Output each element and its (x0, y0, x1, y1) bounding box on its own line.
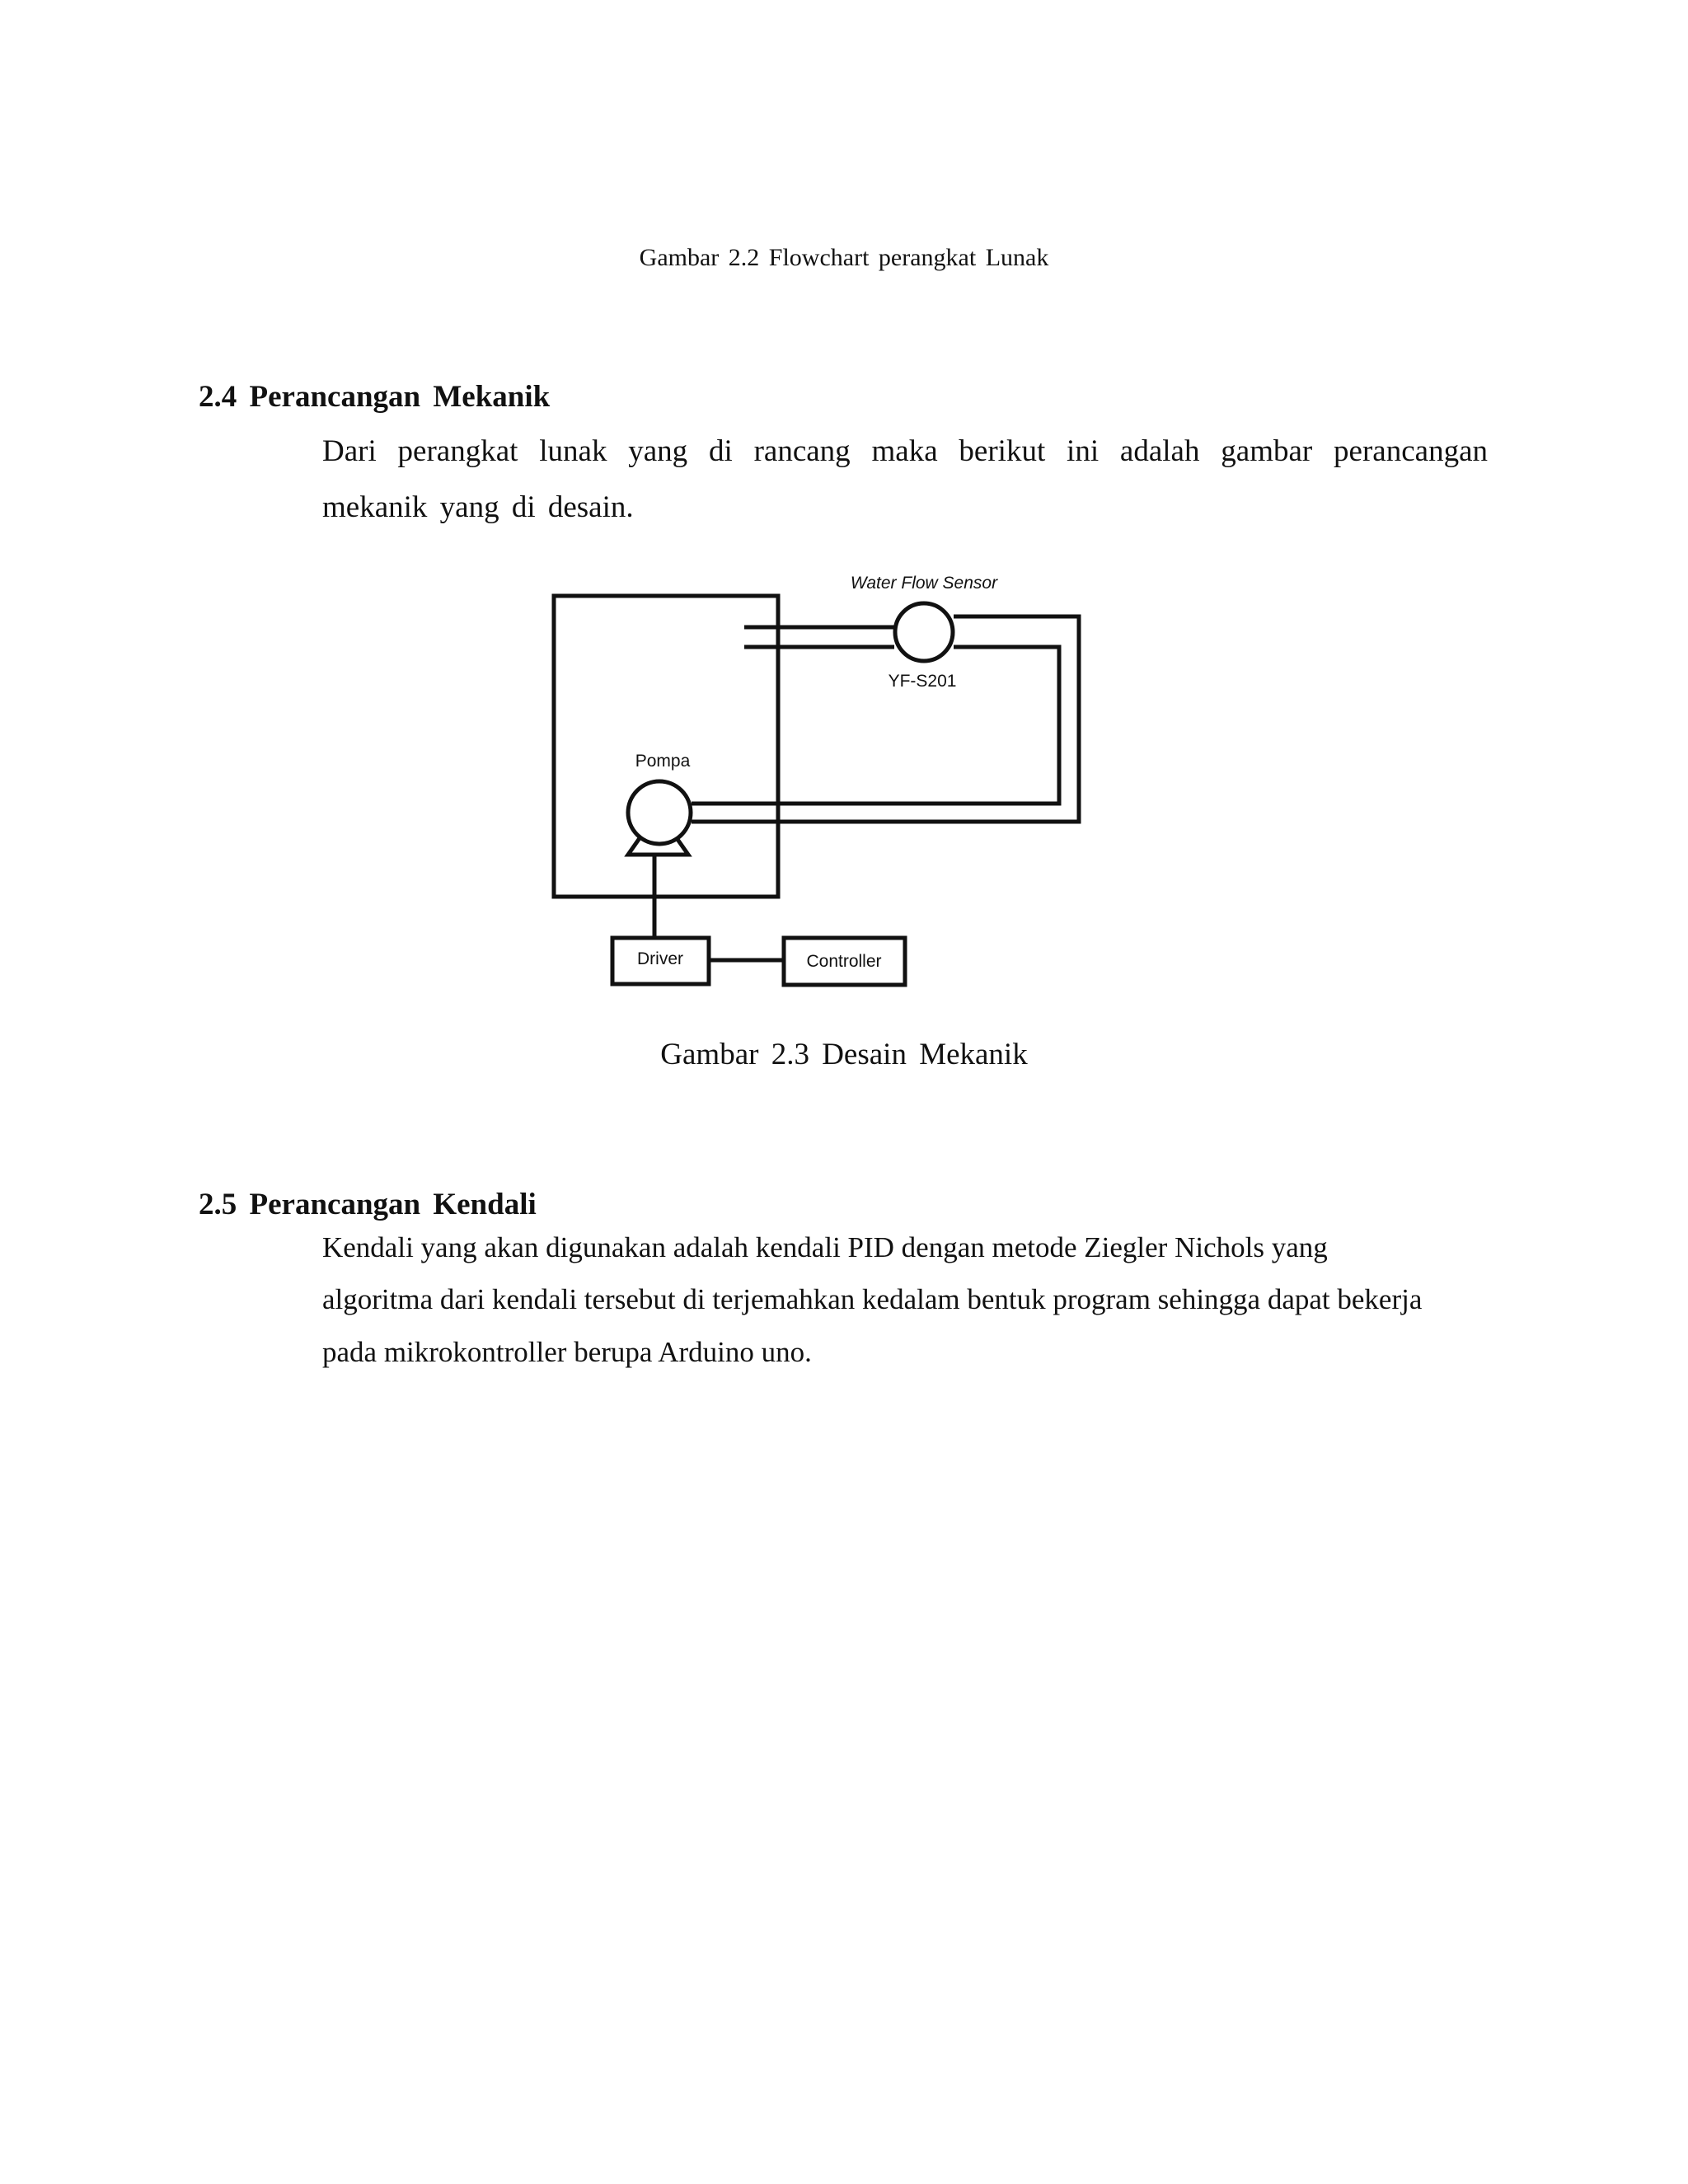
figure-2-3-caption: Gambar 2.3 Desain Mekanik (660, 1038, 1028, 1071)
section-2-5-heading: 2.5 Perancangan Kendali (199, 1188, 537, 1221)
section-2-5-line-3: pada mikrokontroller berupa Arduino uno. (322, 1336, 812, 1368)
pipe-return-outer (692, 614, 1081, 824)
figure-2-2-caption: Gambar 2.2 Flowchart perangkat Lunak (639, 244, 1049, 271)
pump-base (624, 837, 692, 857)
section-2-5-line-1: Kendali yang akan digunakan adalah kenda… (322, 1231, 1328, 1263)
section-2-4-paragraph: Dari perangkat lunak yang di rancang mak… (322, 424, 1488, 536)
sensor-title-label: Water Flow Sensor (851, 574, 998, 593)
controller-box (781, 935, 907, 987)
pump (626, 779, 693, 846)
driver-label: Driver (637, 949, 683, 968)
water-flow-sensor (893, 601, 955, 663)
controller-label: Controller (806, 952, 881, 971)
sensor-model-label: YF-S201 (889, 672, 957, 691)
section-2-5-line-2: algoritma dari kendali tersebut di terje… (322, 1283, 1423, 1315)
pipe-return-inner (692, 644, 1062, 806)
water-tank (551, 593, 781, 899)
section-2-4-paragraph-line-2: mekanik yang di desain. (322, 490, 634, 524)
section-2-4-heading: 2.4 Perancangan Mekanik (199, 380, 551, 414)
section-2-4-paragraph-line-1: Dari perangkat lunak yang di rancang mak… (322, 434, 1488, 468)
pump-label: Pompa (635, 752, 691, 771)
